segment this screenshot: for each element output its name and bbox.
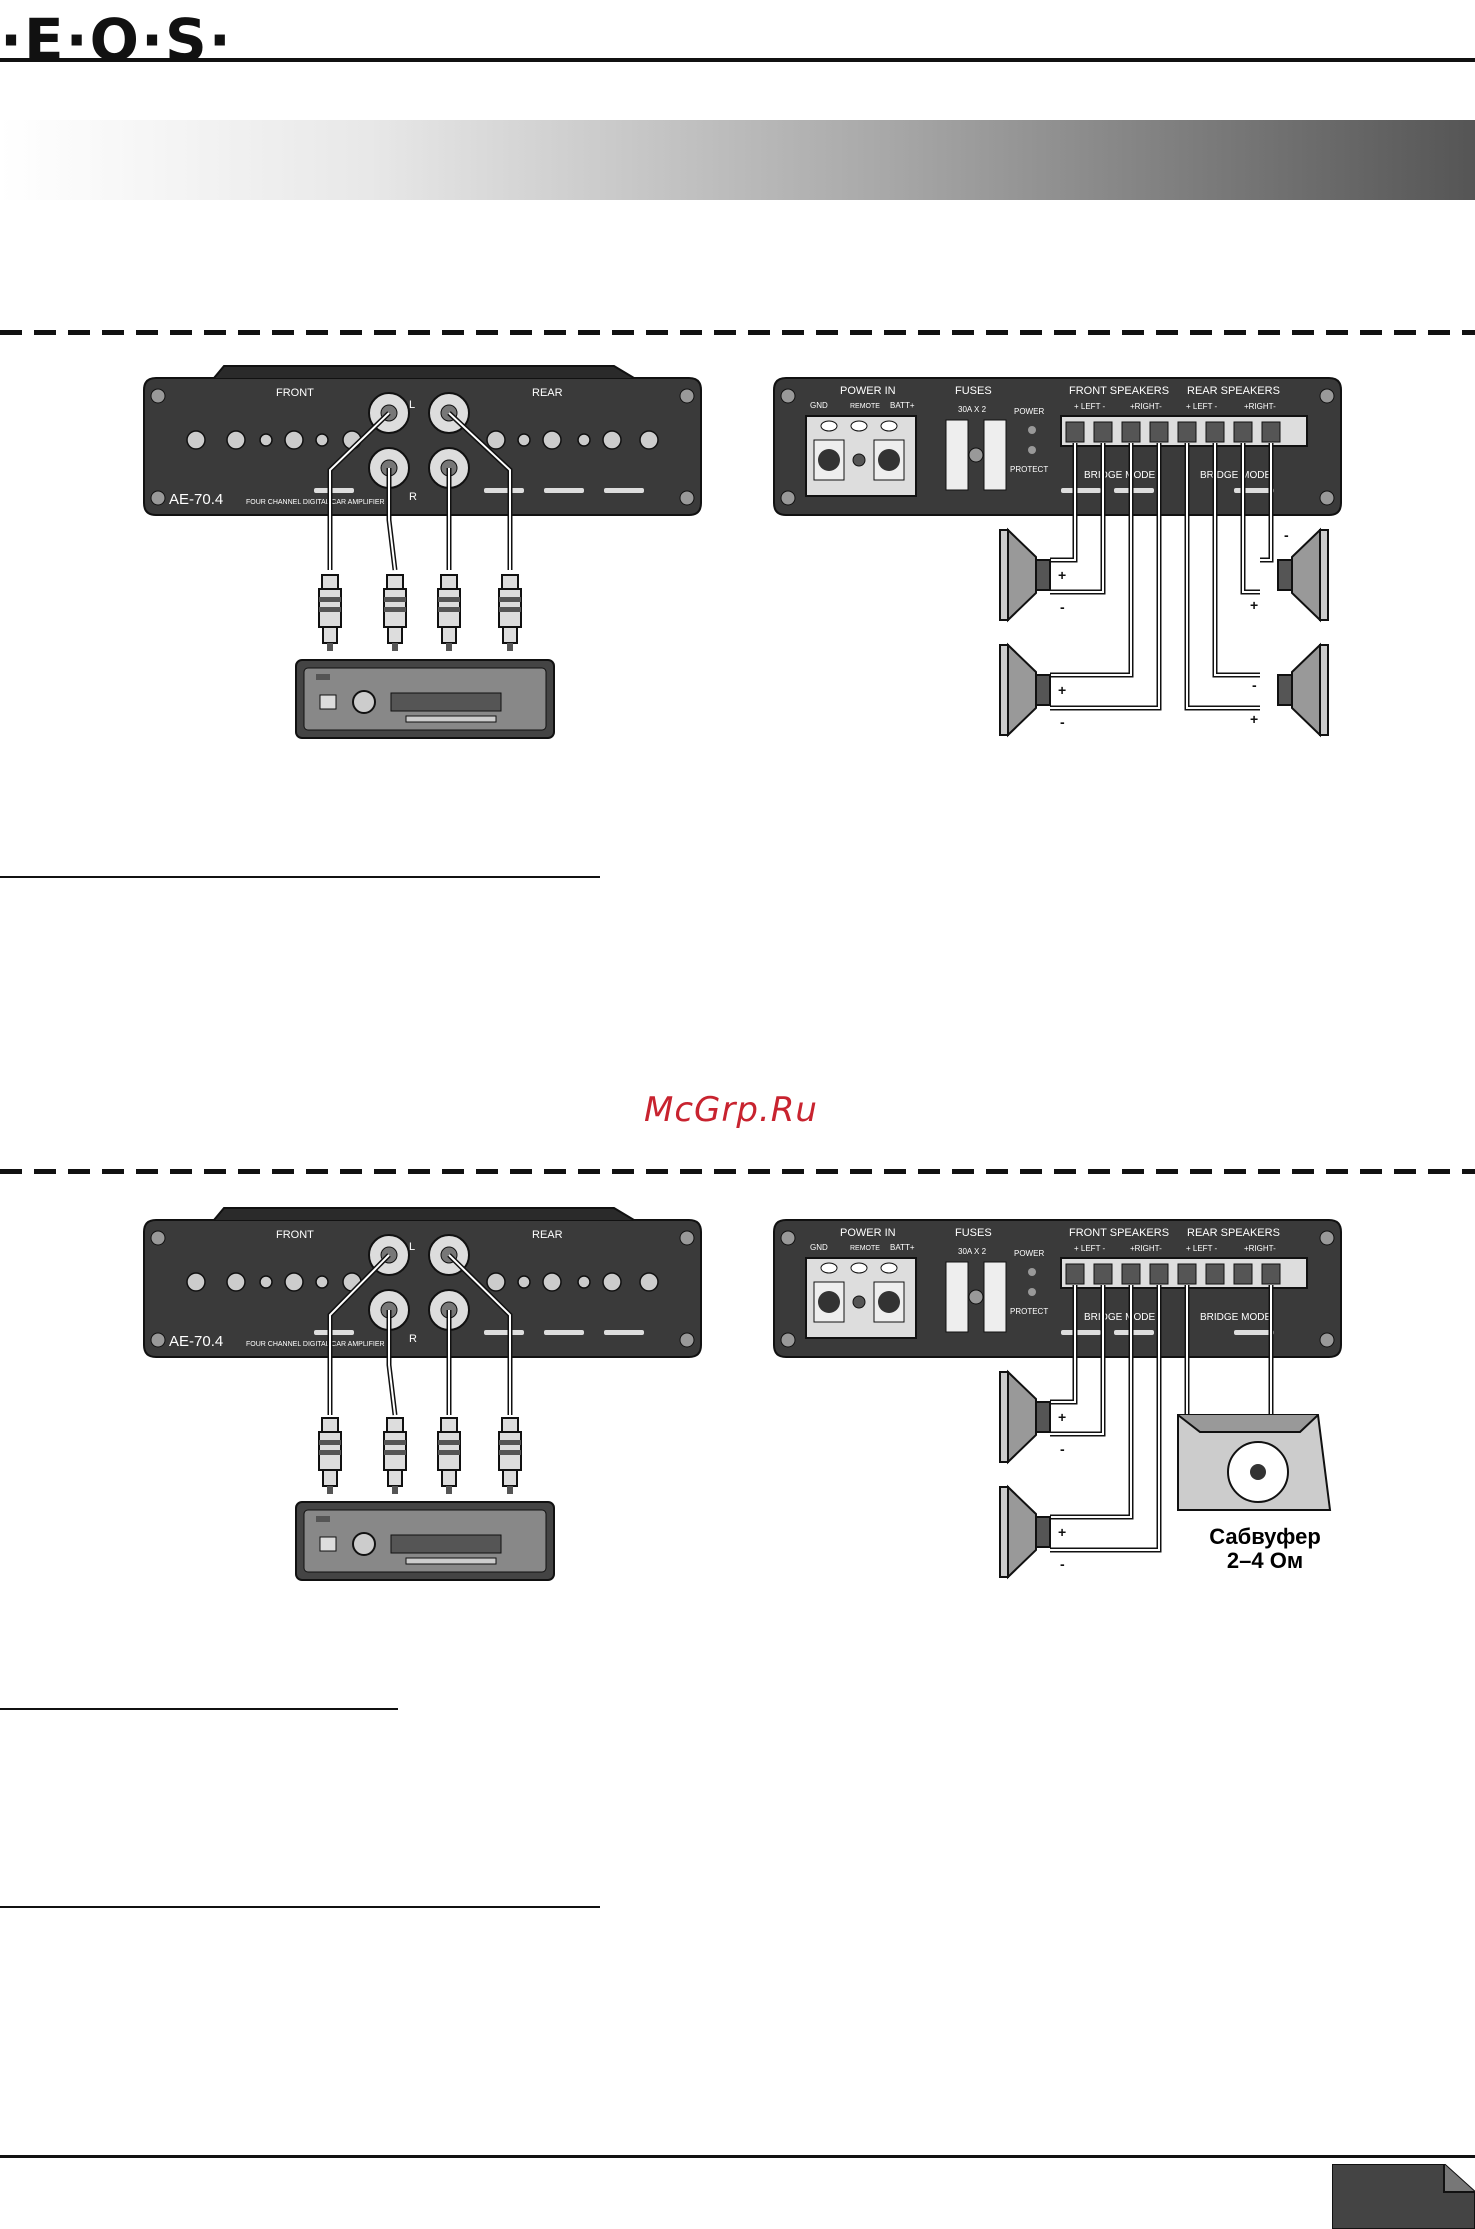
- svg-text:FRONT SPEAKERS: FRONT SPEAKERS: [1069, 385, 1169, 397]
- svg-text:REMOTE: REMOTE: [850, 403, 880, 410]
- text-rule-2: [0, 1708, 398, 1710]
- svg-text:+ LEFT -: + LEFT -: [1074, 402, 1106, 411]
- watermark: McGrp.Ru: [644, 1090, 818, 1130]
- svg-text:FRONT SPEAKERS: FRONT SPEAKERS: [1069, 1227, 1169, 1239]
- eos-logo: ·E·O·S·: [0, 6, 233, 74]
- svg-text:-: -: [1060, 1556, 1065, 1572]
- svg-text:BRIDGE MODE: BRIDGE MODE: [1084, 1312, 1155, 1323]
- amp-model: AE-70.4: [169, 491, 223, 508]
- svg-text:+RIGHT-: +RIGHT-: [1244, 402, 1276, 411]
- svg-text:POWER IN: POWER IN: [840, 385, 896, 397]
- text-rule-3: [0, 1906, 600, 1908]
- subwoofer-label-1: Сабвуфер: [1209, 1524, 1321, 1549]
- svg-text:+: +: [1058, 567, 1066, 583]
- section-banner: [0, 120, 1475, 200]
- svg-text:-: -: [1060, 1441, 1065, 1457]
- svg-text:R: R: [409, 491, 417, 503]
- svg-text:L: L: [409, 399, 415, 411]
- svg-text:PROTECT: PROTECT: [1010, 465, 1048, 474]
- dashed-divider-2: [0, 1169, 1475, 1174]
- subwoofer-label-2: 2–4 Ом: [1227, 1548, 1303, 1573]
- text-rule-1: [0, 876, 600, 878]
- svg-text:BRIDGE MODE: BRIDGE MODE: [1200, 470, 1271, 481]
- svg-text:GND: GND: [810, 1243, 828, 1252]
- svg-text:POWER: POWER: [1014, 1249, 1044, 1258]
- svg-text:REAR: REAR: [532, 1229, 563, 1241]
- dashed-divider-1: [0, 330, 1475, 335]
- svg-text:REMOTE: REMOTE: [850, 1245, 880, 1252]
- svg-text:+: +: [1058, 1409, 1066, 1425]
- svg-text:FRONT: FRONT: [276, 1229, 314, 1241]
- page-number-tab: [1332, 2164, 1475, 2229]
- svg-text:POWER: POWER: [1014, 407, 1044, 416]
- header-rule: [0, 58, 1475, 62]
- svg-text:-: -: [1252, 677, 1257, 693]
- svg-text:+RIGHT-: +RIGHT-: [1244, 1244, 1276, 1253]
- svg-text:R: R: [409, 1333, 417, 1345]
- svg-text:-: -: [1060, 714, 1065, 730]
- svg-text:REAR SPEAKERS: REAR SPEAKERS: [1187, 1227, 1280, 1239]
- footer-rule: [0, 2155, 1475, 2158]
- svg-text:30A X 2: 30A X 2: [958, 1247, 987, 1256]
- svg-text:AE-70.4: AE-70.4: [169, 1333, 223, 1350]
- svg-text:REAR SPEAKERS: REAR SPEAKERS: [1187, 385, 1280, 397]
- svg-text:PROTECT: PROTECT: [1010, 1307, 1048, 1316]
- svg-text:+RIGHT-: +RIGHT-: [1130, 402, 1162, 411]
- svg-text:POWER IN: POWER IN: [840, 1227, 896, 1239]
- svg-text:+RIGHT-: +RIGHT-: [1130, 1244, 1162, 1253]
- svg-text:-: -: [1284, 527, 1289, 543]
- svg-text:BRIDGE MODE: BRIDGE MODE: [1084, 470, 1155, 481]
- svg-text:FOUR CHANNEL DIGITAL CAR AMPLI: FOUR CHANNEL DIGITAL CAR AMPLIFIER: [246, 499, 385, 506]
- svg-text:-: -: [1060, 599, 1065, 615]
- svg-text:GND: GND: [810, 401, 828, 410]
- svg-text:+: +: [1250, 711, 1258, 727]
- front-label: FRONT: [276, 387, 314, 399]
- svg-text:+ LEFT -: + LEFT -: [1186, 402, 1218, 411]
- svg-text:BRIDGE MODE: BRIDGE MODE: [1200, 1312, 1271, 1323]
- svg-text:BATT+: BATT+: [890, 401, 915, 410]
- svg-text:+: +: [1058, 682, 1066, 698]
- svg-text:FUSES: FUSES: [955, 385, 992, 397]
- svg-text:+: +: [1250, 597, 1258, 613]
- subwoofer-box: [1177, 1414, 1332, 1511]
- svg-text:L: L: [409, 1241, 415, 1253]
- svg-text:BATT+: BATT+: [890, 1243, 915, 1252]
- rear-label: REAR: [532, 387, 563, 399]
- svg-text:30A X 2: 30A X 2: [958, 405, 987, 414]
- svg-text:+ LEFT -: + LEFT -: [1074, 1244, 1106, 1253]
- svg-text:+: +: [1058, 1524, 1066, 1540]
- svg-text:+ LEFT -: + LEFT -: [1186, 1244, 1218, 1253]
- svg-text:FOUR CHANNEL DIGITAL CAR AMPLI: FOUR CHANNEL DIGITAL CAR AMPLIFIER: [246, 1341, 385, 1348]
- svg-text:FUSES: FUSES: [955, 1227, 992, 1239]
